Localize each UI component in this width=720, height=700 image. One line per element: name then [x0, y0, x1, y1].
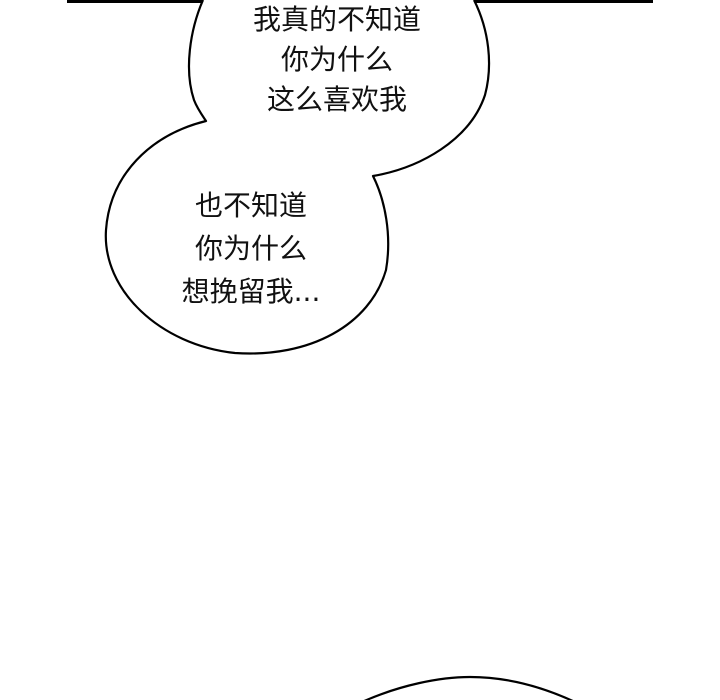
- speech-bubble-upper-lower: [104, 0, 491, 355]
- speech-bubble-lower-text: 也不知道 你为什么 想挽留我...: [163, 184, 339, 313]
- dialogue-line: 你为什么: [194, 232, 307, 265]
- dialogue-line: 你为什么: [280, 43, 393, 76]
- dialogue-line: 想挽留我...: [181, 275, 321, 308]
- dialogue-line: 也不知道: [194, 189, 307, 222]
- speech-bubble-bottom-partial: [363, 675, 574, 700]
- dialogue-line: 我真的不知道: [252, 3, 421, 36]
- dialogue-line: 这么喜欢我: [266, 83, 407, 116]
- speech-bubble-upper-text: 我真的不知道 你为什么 这么喜欢我: [230, 0, 444, 120]
